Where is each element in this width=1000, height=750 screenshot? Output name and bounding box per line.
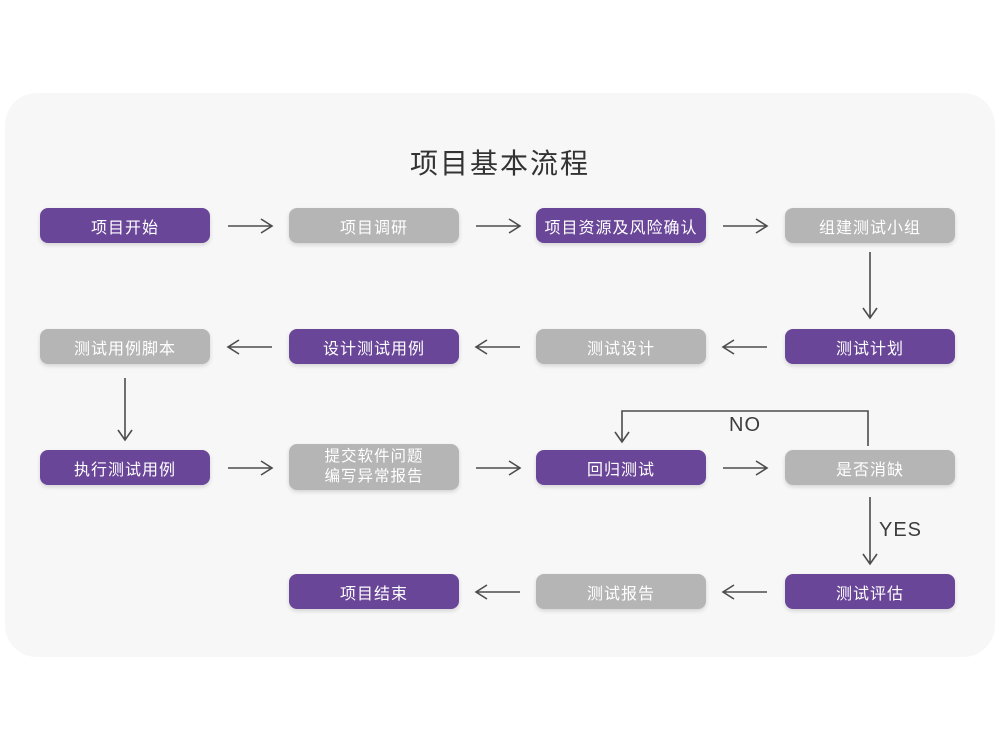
node-label-line1: 提交软件问题 xyxy=(324,448,424,465)
node-label-line2: 编写异常报告 xyxy=(324,468,424,485)
node-regression-test: 回归测试 xyxy=(536,450,706,485)
edge-label-yes: YES xyxy=(879,519,923,541)
node-test-design: 测试设计 xyxy=(536,329,706,364)
node-test-plan: 测试计划 xyxy=(785,329,955,364)
flowchart-card xyxy=(5,93,995,657)
node-submit-issue-write-report: 提交软件问题 编写异常报告 xyxy=(289,444,459,490)
diagram-title: 项目基本流程 xyxy=(409,148,590,179)
node-test-case-script: 测试用例脚本 xyxy=(40,329,210,364)
node-project-start: 项目开始 xyxy=(40,208,210,243)
node-test-report: 测试报告 xyxy=(536,574,706,609)
node-defect-cleared-check: 是否消缺 xyxy=(785,450,955,485)
node-resource-risk-confirm: 项目资源及风险确认 xyxy=(536,208,706,243)
node-execute-test-case: 执行测试用例 xyxy=(40,450,210,485)
node-design-test-case: 设计测试用例 xyxy=(289,329,459,364)
node-build-test-team: 组建测试小组 xyxy=(785,208,955,243)
edge-label-no: NO xyxy=(729,414,761,436)
node-project-research: 项目调研 xyxy=(289,208,459,243)
node-project-end: 项目结束 xyxy=(289,574,459,609)
node-test-evaluate: 测试评估 xyxy=(785,574,955,609)
